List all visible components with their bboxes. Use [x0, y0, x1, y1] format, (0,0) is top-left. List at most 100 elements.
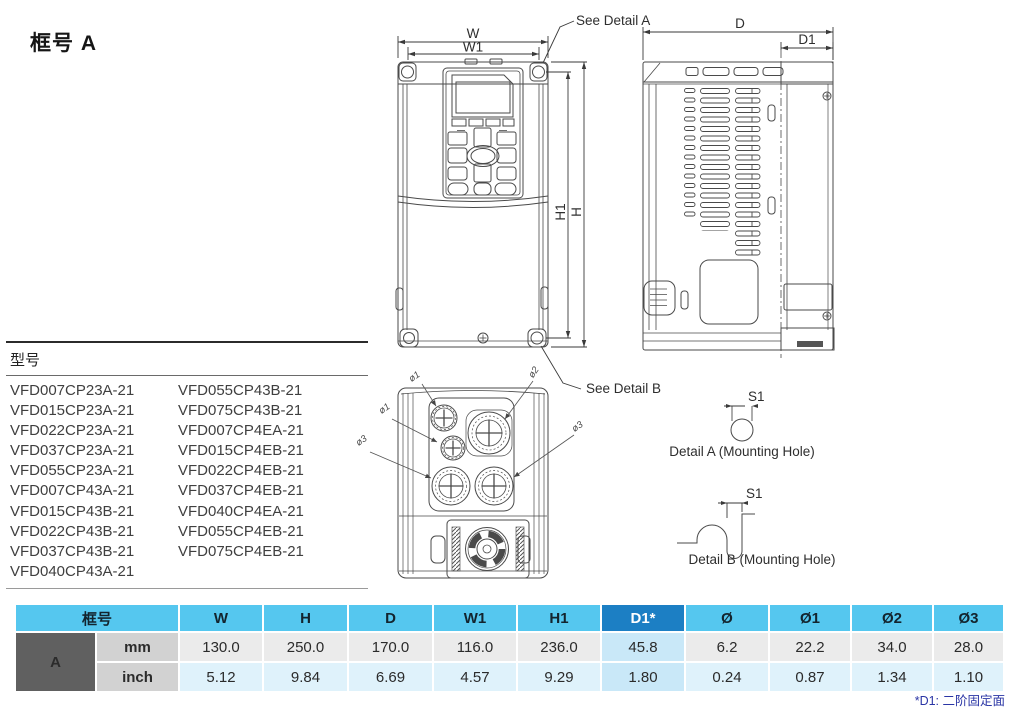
release-clip	[643, 280, 676, 316]
see-detail-a-label: See Detail A	[576, 13, 650, 28]
model-list: VFD007CP23A-21 VFD015CP23A-21 VFD022CP23…	[6, 376, 368, 589]
page-title: 框号 A	[30, 32, 97, 55]
dim-h1	[546, 71, 571, 339]
mounting-hole-top-right	[529, 62, 548, 82]
bottom-screw	[477, 332, 489, 344]
dim-label-d: D	[735, 16, 745, 31]
model-item: VFD015CP43B-21	[10, 502, 135, 520]
model-item: VFD007CP43A-21	[10, 482, 135, 500]
bracket-screw	[822, 91, 832, 321]
col-header-dia1: Ø1	[768, 603, 853, 633]
bottom-view-drawing: ø1 ø2 ø1 ø3 ø3	[354, 364, 586, 579]
dim-h	[551, 61, 587, 348]
dia-label-o3: ø3	[570, 419, 586, 435]
col-header-h: H	[262, 603, 350, 633]
value-dia1-inch: 0.87	[768, 661, 853, 693]
model-item: VFD037CP23A-21	[10, 442, 135, 460]
value-h-mm: 250.0	[262, 631, 350, 663]
model-item: VFD022CP43B-21	[10, 522, 135, 540]
value-d1-inch: 1.80	[600, 661, 687, 693]
frame-label-cell: A	[14, 631, 97, 693]
dim-w1	[407, 47, 540, 60]
col-header-dia2: Ø2	[850, 603, 935, 633]
value-dia3-mm: 28.0	[932, 631, 1006, 663]
mounting-hole-bottom-right	[527, 328, 547, 348]
value-w-mm: 130.0	[178, 631, 265, 663]
model-item: VFD022CP4EB-21	[178, 462, 304, 480]
dia-label-o1: ø1	[407, 369, 422, 384]
model-item: VFD055CP4EB-21	[178, 522, 304, 540]
value-dia3-inch: 1.10	[932, 661, 1006, 693]
conduit-plate	[428, 397, 515, 512]
value-w-inch: 5.12	[178, 661, 265, 693]
value-dia-inch: 0.24	[684, 661, 771, 693]
knockout-hole-small-2	[440, 435, 466, 461]
knockout-hole-large-top	[465, 409, 513, 457]
model-item: VFD075CP4EB-21	[178, 542, 304, 560]
value-dia-mm: 6.2	[684, 631, 771, 663]
frame-header-cell: 框号	[13, 603, 181, 633]
value-d-mm: 170.0	[347, 631, 435, 663]
dia-label-o1b: ø1	[377, 401, 392, 416]
front-view-drawing: W W1 H1 H	[395, 13, 661, 396]
value-dia1-mm: 22.2	[768, 631, 853, 663]
side-view-drawing: D D1	[642, 16, 835, 358]
model-item: VFD040CP4EA-21	[178, 502, 304, 520]
model-list-right: VFD055CP43B-21 VFD075CP43B-21 VFD007CP4E…	[178, 381, 368, 582]
col-header-h1: H1	[516, 603, 603, 633]
col-header-w1: W1	[432, 603, 519, 633]
model-item: VFD022CP23A-21	[10, 422, 135, 440]
dia-label-o2: ø2	[526, 364, 542, 380]
model-item: VFD015CP4EB-21	[178, 442, 304, 460]
table-row-mm: A mm 130.0 250.0 170.0 116.0 236.0 45.8 …	[14, 631, 1006, 693]
knockout-hole-large-left	[431, 466, 471, 506]
knockout-hole-large-right	[474, 466, 514, 506]
detail-b-leader	[540, 345, 582, 390]
value-w1-mm: 116.0	[432, 631, 519, 663]
detail-b-caption: Detail B (Mounting Hole)	[688, 552, 835, 567]
dim-label-h1: H1	[553, 203, 568, 220]
col-header-d: D	[347, 603, 435, 633]
col-header-dia: Ø	[684, 603, 771, 633]
d1-footnote: *D1: 二阶固定面	[914, 694, 1005, 708]
model-item: VFD007CP4EA-21	[178, 422, 304, 440]
value-h1-mm: 236.0	[516, 631, 603, 663]
model-item: VFD007CP23A-21	[10, 382, 135, 399]
dimension-table: 框号 W H D W1 H1 D1* Ø Ø1 Ø2 Ø3 A mm 130.0…	[13, 603, 1006, 693]
model-list-section: 型号 VFD007CP23A-21 VFD015CP23A-21 VFD022C…	[6, 341, 368, 589]
model-item: VFD055CP43B-21	[178, 382, 303, 399]
value-dia2-inch: 1.34	[850, 661, 935, 693]
model-item: VFD055CP23A-21	[10, 462, 135, 480]
detail-a-drawing: S1 Detail A (Mounting Hole)	[669, 389, 815, 459]
col-header-dia3: Ø3	[932, 603, 1006, 633]
dim-d1	[780, 42, 834, 60]
model-item: VFD037CP4EB-21	[178, 482, 304, 500]
value-w1-inch: 4.57	[432, 661, 519, 693]
unit-cell-inch: inch	[94, 661, 181, 693]
lcd-screen	[455, 81, 511, 114]
model-item: VFD037CP43B-21	[10, 542, 135, 560]
dim-w	[397, 36, 549, 58]
value-h-inch: 9.84	[262, 661, 350, 693]
mounting-hole-top-left	[398, 62, 417, 82]
model-list-left: VFD007CP23A-21 VFD015CP23A-21 VFD022CP23…	[10, 381, 178, 582]
dia-label-o3b: ø3	[354, 433, 370, 449]
cooling-fan	[430, 519, 531, 579]
col-header-d1: D1*	[600, 603, 687, 633]
dim-label-s1-a: S1	[748, 389, 765, 404]
table-row-inch: inch 5.12 9.84 6.69 4.57 9.29 1.80 0.24 …	[15, 661, 1006, 693]
dim-label-w1: W1	[463, 40, 483, 55]
dim-label-s1-b: S1	[746, 486, 763, 501]
table-header-row: 框号 W H D W1 H1 D1* Ø Ø1 Ø2 Ø3	[13, 603, 1006, 633]
model-item: VFD040CP43A-21	[10, 562, 135, 580]
value-d1-mm: 45.8	[600, 631, 687, 663]
dimension-drawings: W W1 H1 H	[354, 13, 836, 579]
knockout-hole-small-1	[430, 404, 458, 432]
detail-b-drawing: S1 Detail B (Mounting Hole)	[677, 486, 836, 567]
detail-a-caption: Detail A (Mounting Hole)	[669, 444, 815, 459]
dim-label-h: H	[569, 207, 584, 217]
value-d-inch: 6.69	[347, 661, 435, 693]
model-item: VFD075CP43B-21	[178, 402, 303, 420]
see-detail-b-label: See Detail B	[586, 381, 661, 396]
